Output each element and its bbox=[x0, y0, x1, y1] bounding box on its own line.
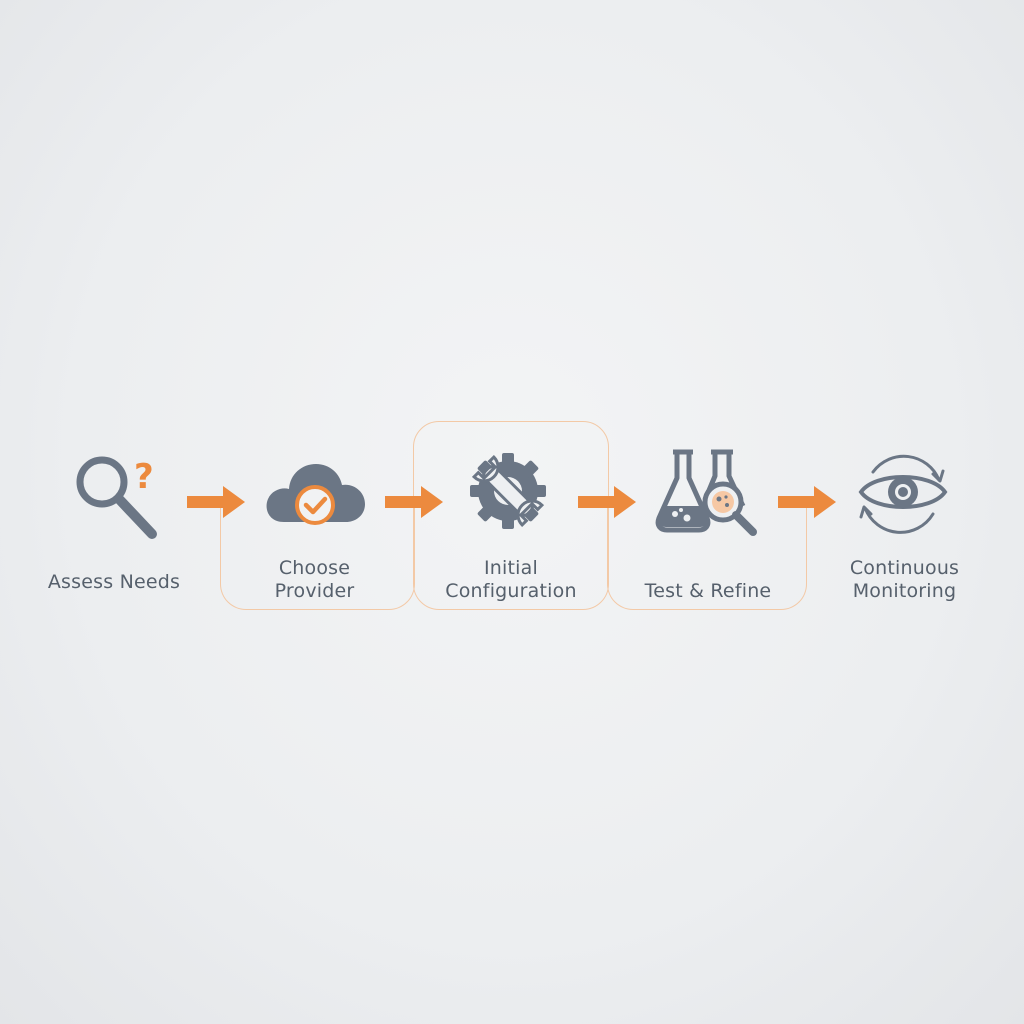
step-5-line2: Monitoring bbox=[852, 580, 957, 602]
step-label-assess-needs: Assess Needs bbox=[24, 571, 204, 594]
step-3-line1: Initial bbox=[484, 557, 538, 579]
step-label-test-refine: Test & Refine bbox=[609, 580, 807, 603]
step-1-line1: Assess Needs bbox=[47, 571, 181, 593]
magnifier-question-icon: ? bbox=[76, 456, 157, 539]
step-label-choose-provider: Choose Provider bbox=[222, 557, 407, 603]
flow-arrow-3 bbox=[578, 486, 636, 518]
flow-arrow-2 bbox=[385, 486, 443, 518]
step-2-line1: Choose bbox=[278, 557, 351, 579]
gear-wrench-icon bbox=[470, 453, 546, 529]
step-3-line2: Configuration bbox=[445, 580, 577, 602]
svg-text:?: ? bbox=[134, 457, 154, 497]
flow-arrow-1 bbox=[187, 486, 245, 518]
step-label-initial-configuration: Initial Configuration bbox=[413, 557, 609, 603]
eye-cycle-icon bbox=[858, 454, 948, 534]
step-5-line1: Continuous bbox=[849, 557, 960, 579]
step-2-line2: Provider bbox=[274, 580, 355, 602]
flow-arrow-4 bbox=[778, 486, 836, 518]
step-frame-choose-provider bbox=[220, 500, 415, 610]
flasks-magnifier-icon bbox=[655, 449, 757, 536]
step-frame-test-refine bbox=[607, 500, 807, 610]
step-4-line1: Test & Refine bbox=[644, 580, 772, 602]
step-label-continuous-monitoring: Continuous Monitoring bbox=[812, 557, 997, 603]
cloud-check-icon bbox=[266, 464, 365, 525]
